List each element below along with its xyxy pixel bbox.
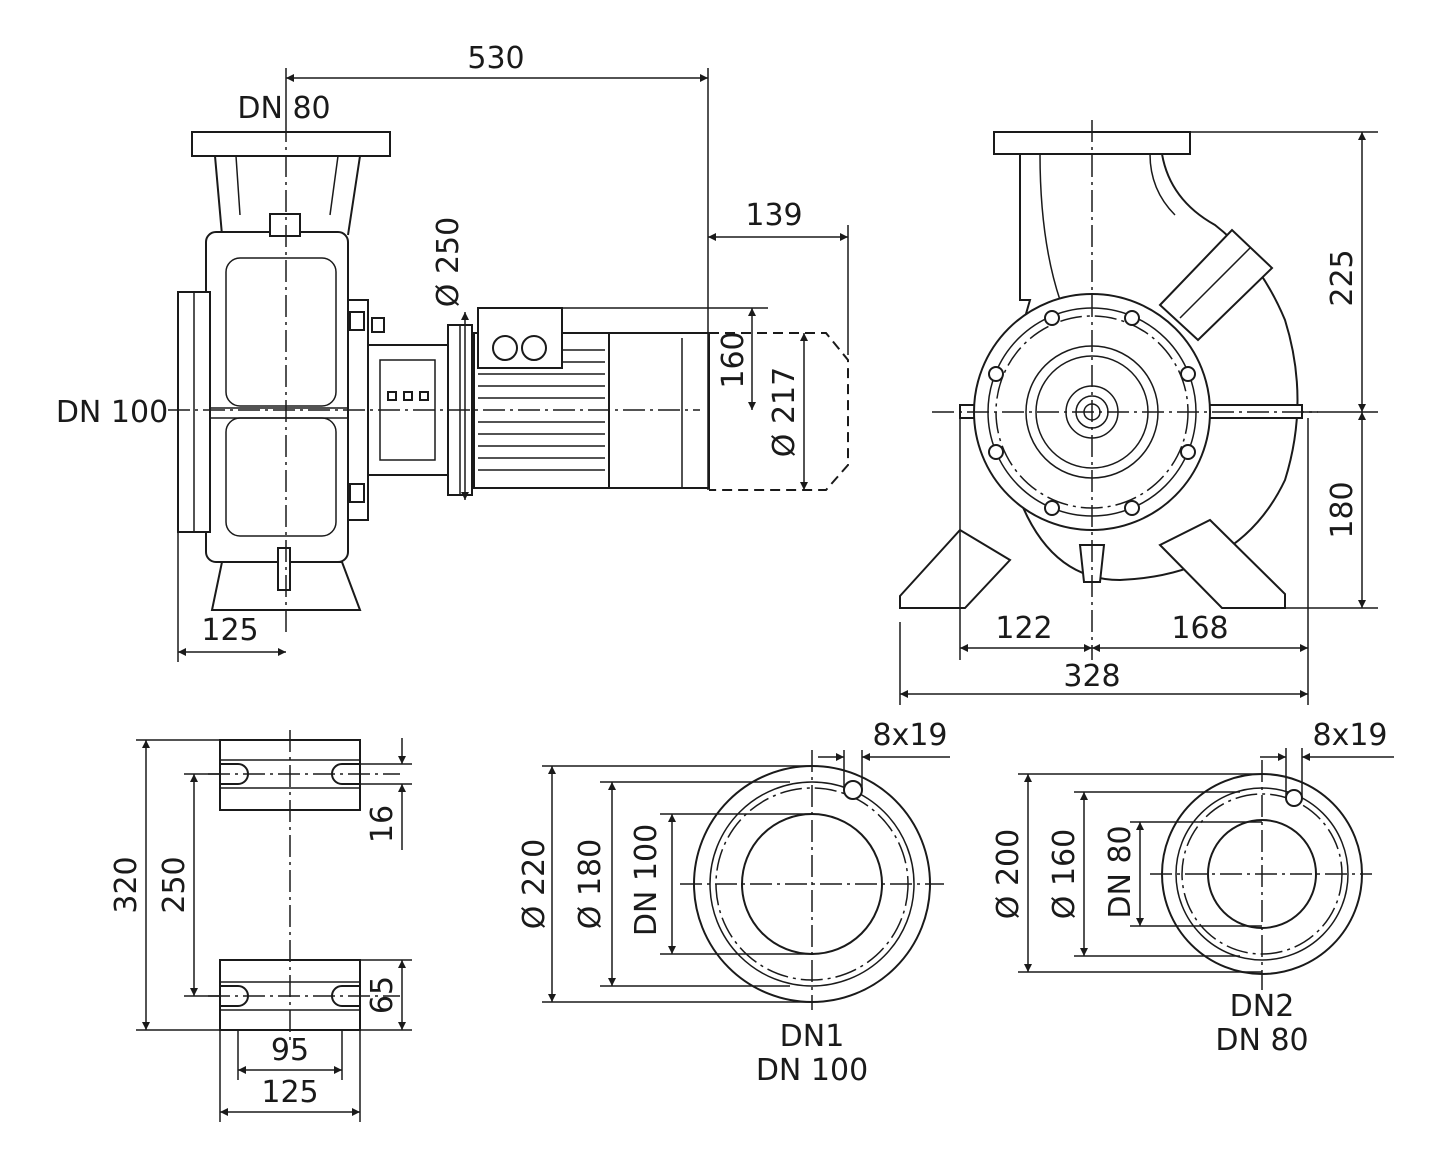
dim-180-front-label: 180 xyxy=(1325,481,1360,538)
dim-122-label: 122 xyxy=(995,611,1052,646)
dim-328-label: 328 xyxy=(1063,659,1120,694)
front-bolt-holes xyxy=(988,310,1196,516)
dim-320-label: 320 xyxy=(109,856,144,913)
dim-530-label: 530 xyxy=(467,41,524,76)
front-foot-right xyxy=(1158,518,1286,609)
dim-225-label: 225 xyxy=(1325,249,1360,306)
dn1-bolt-hole xyxy=(843,780,863,800)
dim-250-foot-label: 250 xyxy=(157,856,192,913)
dn1-bolts-label: 8x19 xyxy=(872,718,947,753)
dn1-d180-label: Ø 180 xyxy=(573,839,608,929)
dim-d250-label: Ø 250 xyxy=(431,217,466,307)
dim-160-label: 160 xyxy=(716,331,751,388)
front-foot-left xyxy=(899,528,1012,609)
terminal-box xyxy=(477,307,563,369)
dn-top-label: DN 80 xyxy=(237,91,330,126)
front-view: 225 180 122 168 328 xyxy=(899,120,1378,705)
dn2-dn-label: DN 80 xyxy=(1103,825,1138,918)
top-flange xyxy=(191,131,391,157)
dn-side-label: DN 100 xyxy=(56,395,168,430)
drain-lug xyxy=(1078,544,1106,583)
dn1-dn-label: DN 100 xyxy=(629,824,664,936)
dim-16-label: 16 xyxy=(365,805,400,843)
side-view: 530 139 DN 80 DN 100 Ø 250 160 Ø 217 125 xyxy=(56,41,849,662)
foot-view: 320 250 16 65 95 125 xyxy=(109,730,412,1122)
dn2-name-label: DN2 xyxy=(1230,989,1295,1024)
flange-dn1: 8x19 Ø 220 Ø 180 DN 100 DN1 DN 100 xyxy=(517,718,950,1088)
dn2-bolts-label: 8x19 xyxy=(1312,718,1387,753)
dn2-bolt-hole xyxy=(1285,789,1303,807)
dn1-size-label: DN 100 xyxy=(756,1053,868,1088)
dim-65-label: 65 xyxy=(365,976,400,1014)
dim-139-label: 139 xyxy=(745,198,802,233)
dim-95-label: 95 xyxy=(271,1033,309,1068)
flange-dn2: 8x19 Ø 200 Ø 160 DN 80 DN2 DN 80 xyxy=(991,718,1394,1058)
dn2-size-label: DN 80 xyxy=(1215,1023,1308,1058)
dn2-d200-label: Ø 200 xyxy=(991,829,1026,919)
top-lug xyxy=(269,213,301,237)
dim-125-foot-label: 125 xyxy=(261,1075,318,1110)
rib-upper-right xyxy=(1158,228,1274,342)
dim-d217-label: Ø 217 xyxy=(767,367,802,457)
dn1-name-label: DN1 xyxy=(780,1019,845,1054)
dim-125-side-label: 125 xyxy=(201,613,258,648)
dn1-d220-label: Ø 220 xyxy=(517,839,552,929)
dn2-d160-label: Ø 160 xyxy=(1047,829,1082,919)
dim-168-label: 168 xyxy=(1171,611,1228,646)
